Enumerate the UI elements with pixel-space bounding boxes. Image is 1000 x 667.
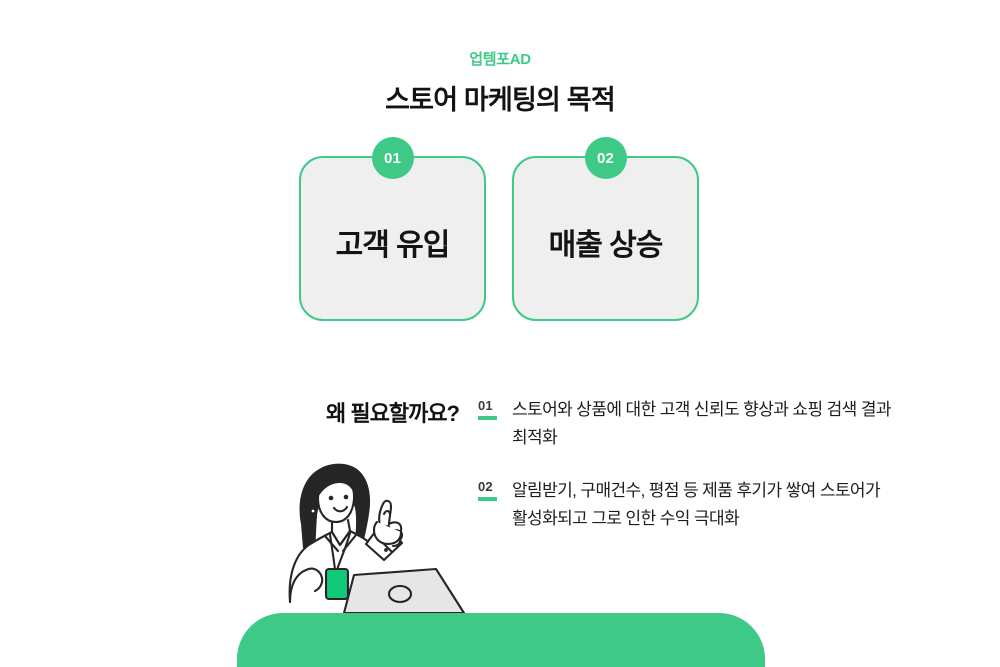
card-badge-02: 02 xyxy=(584,137,627,179)
reason-list: 01 스토어와 상품에 대한 고객 신뢰도 향상과 쇼핑 검색 결과 최적화 0… xyxy=(478,396,898,558)
reason-item-01: 01 스토어와 상품에 대한 고객 신뢰도 향상과 쇼핑 검색 결과 최적화 xyxy=(478,396,898,451)
reason-item-02: 02 알림받기, 구매건수, 평점 등 제품 후기가 쌓여 스토어가 활성화되고… xyxy=(478,477,898,532)
card-label-1: 고객 유입 xyxy=(335,228,451,262)
card-label-2: 매출 상승 xyxy=(548,228,664,262)
purpose-card-2[interactable]: 02 매출 상승 xyxy=(512,137,699,321)
reason-number-01: 01 xyxy=(478,398,493,413)
woman-pointing-illustration xyxy=(268,452,478,622)
brand-eyebrow: 업템포AD xyxy=(469,51,531,68)
why-section-heading: 왜 필요할까요? xyxy=(326,401,460,426)
purpose-card-row: 01 고객 유입 02 매출 상승 xyxy=(299,137,701,323)
card-badge-01: 01 xyxy=(371,137,414,179)
reason-underline-01 xyxy=(478,416,497,420)
reason-marker-01: 01 xyxy=(478,396,512,420)
page-title: 스토어 마케팅의 목적 xyxy=(385,85,616,115)
reason-marker-02: 02 xyxy=(478,477,512,502)
purpose-card-1[interactable]: 01 고객 유입 xyxy=(299,137,486,321)
reason-underline-02 xyxy=(478,497,497,502)
desk-shape xyxy=(237,613,765,667)
reason-text-01: 스토어와 상품에 대한 고객 신뢰도 향상과 쇼핑 검색 결과 최적화 xyxy=(512,400,892,447)
reason-text-02: 알림받기, 구매건수, 평점 등 제품 후기가 쌓여 스토어가 활성화되고 그로… xyxy=(512,481,881,528)
reason-number-02: 02 xyxy=(478,479,493,495)
